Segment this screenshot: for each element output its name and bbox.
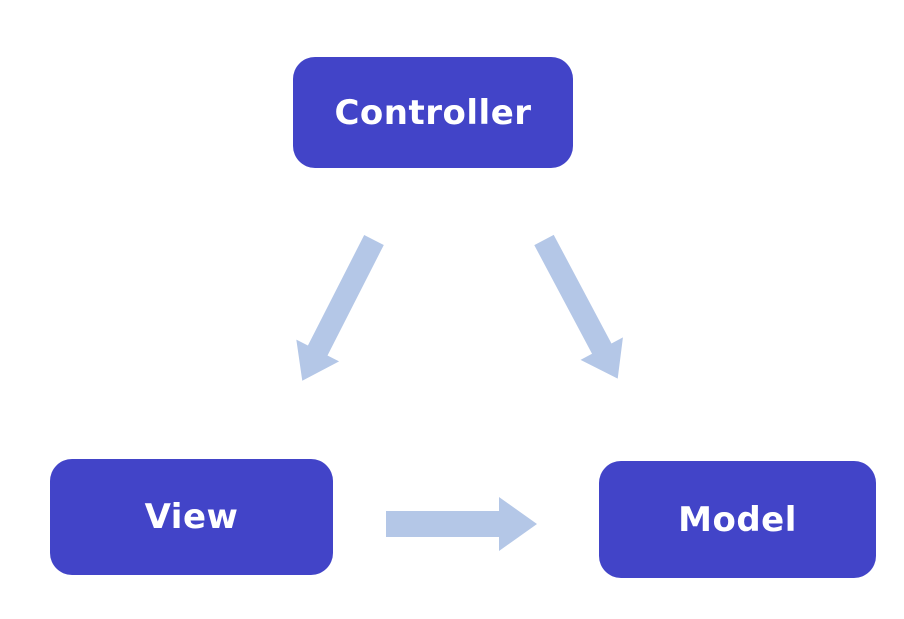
arrow-controller-to-model xyxy=(534,234,623,379)
node-model-label: Model xyxy=(678,499,797,540)
arrow-controller-to-view xyxy=(296,235,384,381)
node-view-label: View xyxy=(144,497,239,537)
node-view: View xyxy=(50,459,333,575)
node-controller-label: Controller xyxy=(334,92,532,133)
arrow-view-to-model xyxy=(386,497,537,551)
node-controller: Controller xyxy=(293,57,573,168)
node-model: Model xyxy=(599,461,876,578)
